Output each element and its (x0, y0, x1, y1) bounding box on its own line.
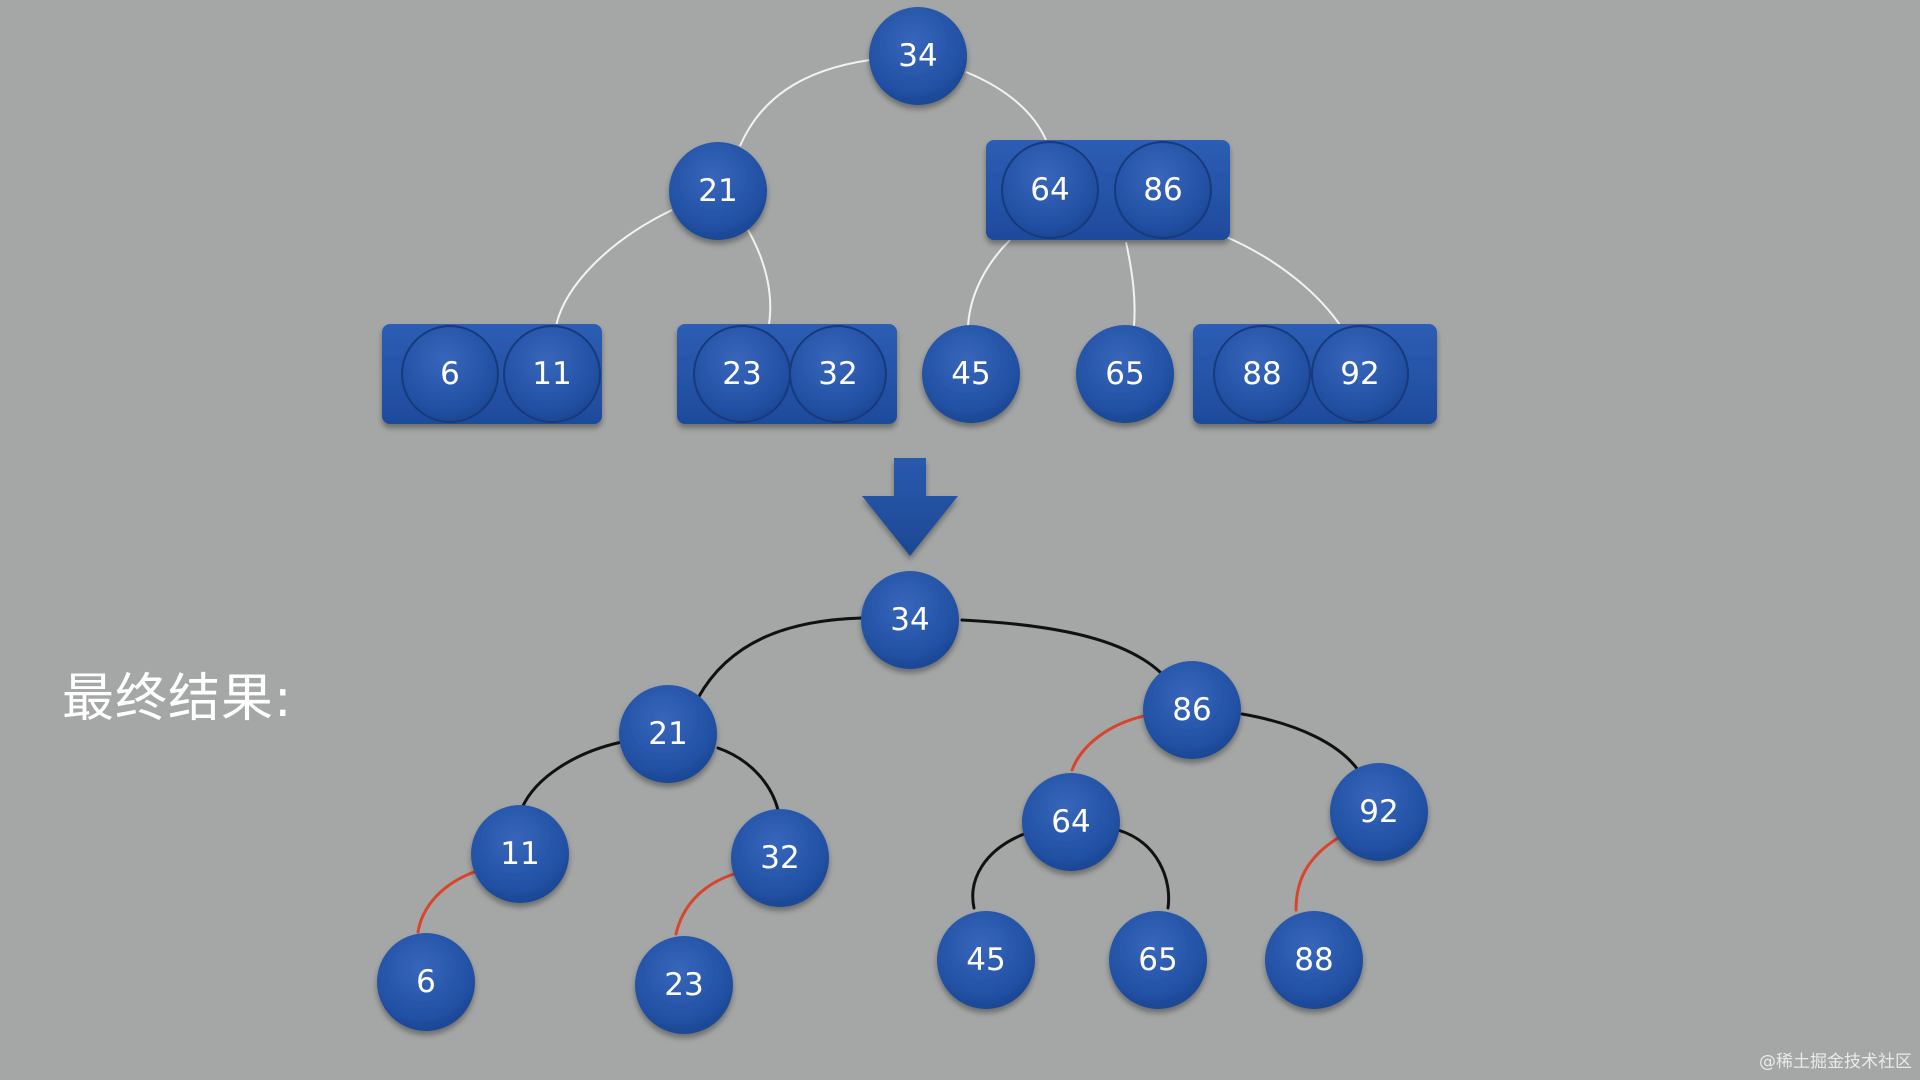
top-node-21-label: 21 (698, 173, 737, 209)
bottom-node-23: 23 (635, 936, 733, 1034)
bottom-tree-edges (416, 616, 1360, 936)
bottom-node-65-label: 65 (1138, 942, 1177, 978)
bottom-node-88-label: 88 (1294, 942, 1333, 978)
bottom-node-64: 64 (1022, 773, 1120, 871)
bottom-node-92: 92 (1330, 763, 1428, 861)
bottom-node-34: 34 (861, 571, 959, 669)
bottom-node-86: 86 (1143, 661, 1241, 759)
bottom-node-6: 6 (377, 933, 475, 1031)
edge-6486-65 (1125, 241, 1136, 327)
bottom-node-92-label: 92 (1359, 794, 1398, 830)
edge-64-65 (1116, 828, 1171, 910)
edge-21-32 (716, 746, 780, 812)
bottom-node-45: 45 (937, 911, 1035, 1009)
top-node-86-label: 86 (1143, 172, 1182, 208)
top-node-21: 21 (669, 142, 767, 240)
top-node-92-label: 92 (1340, 356, 1379, 392)
edge-86-92 (1240, 712, 1360, 772)
bottom-node-65: 65 (1109, 911, 1207, 1009)
top-tree-edges (555, 59, 1343, 331)
top-node-34: 34 (869, 7, 967, 105)
bottom-node-11: 11 (471, 805, 569, 903)
top-node-65-label: 65 (1105, 356, 1144, 392)
bottom-node-45-label: 45 (966, 942, 1005, 978)
result-label: 最终结果: (62, 669, 293, 729)
bottom-node-86-label: 86 (1172, 692, 1211, 728)
top-node-32-label: 32 (818, 356, 857, 392)
top-node-65: 65 (1076, 325, 1174, 423)
bottom-node-32: 32 (731, 809, 829, 907)
top-node-23-32: 23 32 (677, 324, 897, 424)
bottom-tree: 34 21 86 11 32 64 (377, 571, 1428, 1034)
edge-34-21 (739, 59, 871, 147)
bottom-node-11-label: 11 (500, 836, 539, 872)
edge-34-86 (960, 618, 1162, 674)
top-node-34-label: 34 (898, 38, 937, 74)
edge-86-64 (1070, 714, 1146, 772)
bottom-node-88: 88 (1265, 911, 1363, 1009)
edge-34-6486 (965, 71, 1047, 141)
edge-32-23 (674, 872, 736, 936)
watermark: @稀土掘金技术社区 (1759, 1052, 1912, 1072)
edge-92-88 (1294, 836, 1340, 912)
edge-21-611 (555, 209, 673, 327)
edge-6486-8892 (1223, 235, 1343, 329)
top-node-11-label: 11 (532, 356, 571, 392)
bottom-node-21-label: 21 (648, 716, 687, 752)
edge-64-45 (971, 832, 1026, 910)
edge-11-6 (416, 870, 476, 934)
bottom-node-23-label: 23 (664, 967, 703, 1003)
top-node-6-11: 6 11 (382, 324, 602, 424)
top-node-45: 45 (922, 325, 1020, 423)
bottom-node-6-label: 6 (416, 964, 436, 1000)
top-node-64-86: 64 86 (986, 140, 1230, 240)
bottom-node-64-label: 64 (1051, 804, 1090, 840)
down-arrow-icon (862, 458, 958, 556)
edge-21-11 (520, 740, 624, 810)
bottom-node-34-label: 34 (890, 602, 929, 638)
top-node-23-label: 23 (722, 356, 761, 392)
top-node-64-label: 64 (1030, 172, 1069, 208)
top-node-88-92: 88 92 (1193, 324, 1437, 424)
edge-34-21 (696, 616, 864, 700)
top-node-45-label: 45 (951, 356, 990, 392)
top-node-88-label: 88 (1242, 356, 1281, 392)
bottom-node-32-label: 32 (760, 840, 799, 876)
edge-6486-45 (967, 239, 1011, 327)
bottom-node-21: 21 (619, 685, 717, 783)
edge-21-2332 (747, 229, 772, 331)
top-node-6-label: 6 (440, 356, 460, 392)
top-tree: 34 21 64 86 6 11 (382, 7, 1437, 424)
